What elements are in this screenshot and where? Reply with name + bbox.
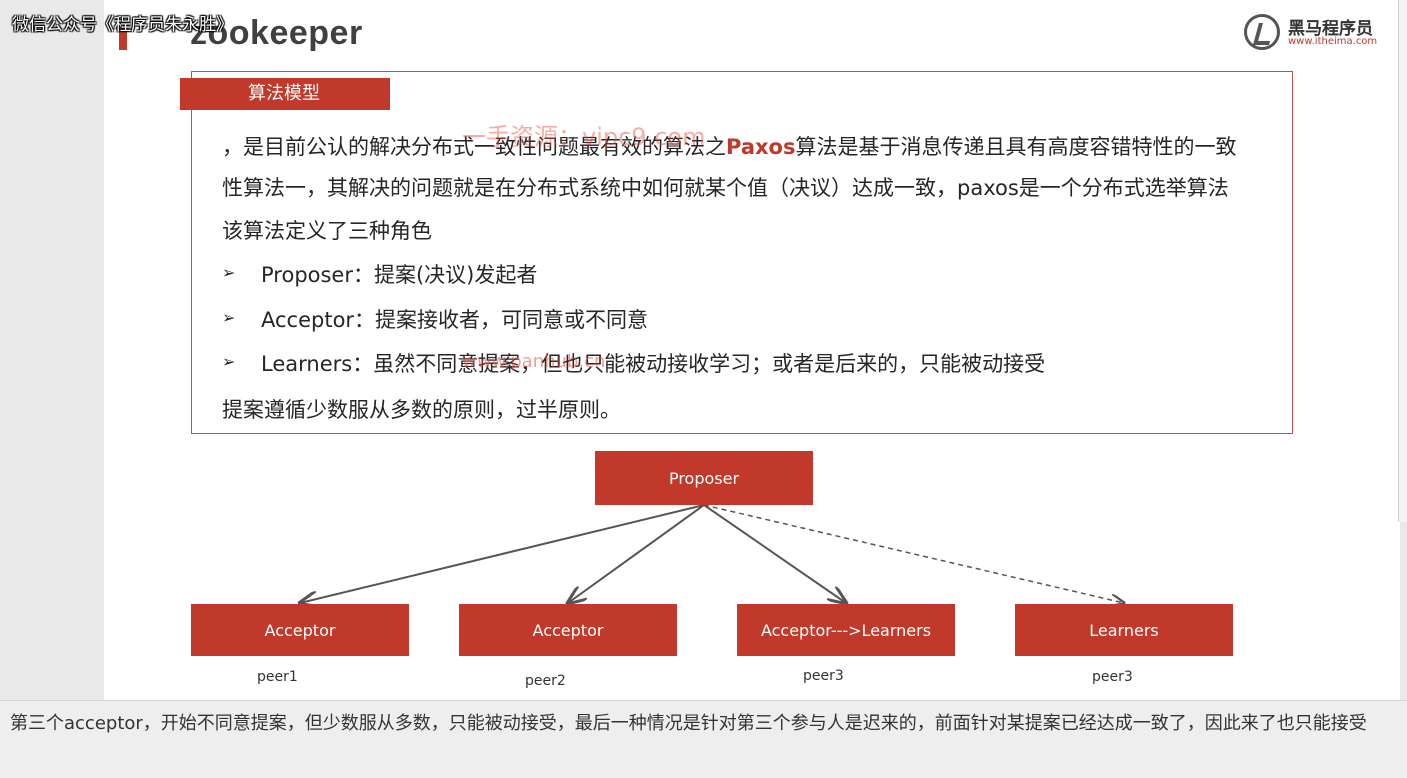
logo-name: 黑马程序员 [1288,19,1373,39]
horse-logo-icon [1244,14,1280,50]
peer-label-3: peer3 [803,668,844,684]
bullet-arrow-icon: ➢ [222,263,236,282]
paxos-keyword: Paxos [726,135,796,159]
paragraph-line-2: 性算法一，其解决的问题就是在分布式系统中如何就某个值（决议）达成一致，paxos… [222,176,1229,200]
bullet-arrow-icon: ➢ [222,352,236,371]
edge-to-acceptor-learners [703,504,846,603]
subtitle-bar [0,700,1407,778]
slide-canvas [104,0,1400,700]
paragraph-line-1: ，是目前公认的解决分布式一致性问题最有效的算法之Paxos算法是基于消息传递且具… [222,131,1236,161]
watermark-small-text: www.panhub.cn [462,351,606,372]
scrollbar-edge[interactable] [1398,0,1407,522]
conclusion-line: 提案遵循少数服从多数的原则，过半原则。 [222,398,621,422]
proposer-node: Proposer [595,451,813,505]
bullet-learners: Learners：虽然不同意提案，但也只能被动接收学习；或者是后来的，只能被动接… [261,352,1046,376]
title-accent-bar [119,27,127,50]
acceptor-node-1: Acceptor [191,604,409,656]
paragraph-line-3: 该算法定义了三种角色 [222,219,432,243]
paragraph-line-1-prefix: ，是目前公认的解决分布式一致性问题最有效的算法之 [222,135,726,159]
peer-label-4: peer3 [1092,669,1133,685]
wechat-overlay-label: 微信公众号《程序员朱永胜》 [12,15,233,35]
paragraph-line-1-suffix: 算法是基于消息传递且具有高度容错特性的一致 [795,135,1237,159]
acceptor-learners-node: Acceptor--->Learners [737,604,955,656]
bullet-proposer: Proposer：提案(决议)发起者 [261,263,538,287]
learners-node: Learners [1015,604,1233,656]
slide-title: zookeeper [190,14,363,52]
bullet-acceptor: Acceptor：提案接收者，可同意或不同意 [261,308,649,332]
edge-to-acceptor-2 [568,504,705,603]
peer-label-2: peer2 [525,673,566,689]
acceptor-node-2: Acceptor [459,604,677,656]
watermark-text: 一手资源：vipc9.com [462,123,706,151]
edge-to-learners [703,504,1124,603]
section-label: 算法模型 [180,78,390,110]
bullet-arrow-icon: ➢ [222,308,236,327]
logo-url: www.itheima.com [1288,36,1378,47]
content-box [191,71,1293,434]
edge-to-acceptor-1 [300,504,705,603]
brand-logo: 黑马程序员 www.itheima.com [1244,12,1384,52]
subtitle-caption: 第三个acceptor，开始不同意提案，但少数服从多数，只能被动接受，最后一种情… [10,713,1367,734]
peer-label-1: peer1 [257,669,298,685]
